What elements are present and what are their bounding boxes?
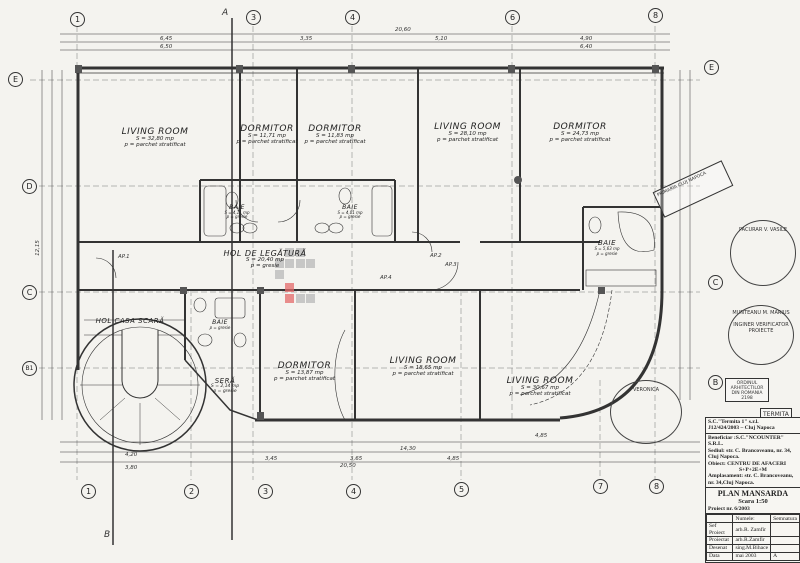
axis-bottom-8: 8 bbox=[649, 479, 664, 494]
architect-stamp: VERONICA bbox=[610, 380, 682, 444]
axis-top-6: 6 bbox=[505, 10, 520, 25]
dim-top-d1: 6,45 bbox=[160, 36, 173, 42]
axis-right-e: E bbox=[704, 60, 719, 75]
dim-left: 12,15 bbox=[34, 240, 41, 256]
axis-bottom-7: 7 bbox=[593, 479, 608, 494]
title-block: S.C."Termita 1" s.r.l.J12/424/2003 – Clu… bbox=[705, 417, 800, 563]
axis-bottom-5: 5 bbox=[454, 482, 469, 497]
dim-top-d3: 3,35 bbox=[300, 36, 313, 42]
engineer-stamp-pacurar: PACURAR V. VASILE bbox=[730, 220, 796, 286]
dim-bottom-d6: 4,20 bbox=[125, 452, 138, 458]
axis-right-c: C bbox=[708, 275, 723, 290]
dim-bottom-d5: 3,80 bbox=[125, 465, 138, 471]
plan-scale: Scara 1:50 bbox=[738, 498, 768, 506]
apartment-tag-1: AP.1 bbox=[118, 254, 130, 260]
axis-bottom-1: 1 bbox=[81, 484, 96, 499]
axis-top-3: 3 bbox=[246, 10, 261, 25]
dim-bottom-d3: 3,65 bbox=[350, 456, 363, 462]
axis-left-e: E bbox=[8, 72, 23, 87]
dim-bottom-d4: 4,85 bbox=[447, 456, 460, 462]
axis-top-8: 8 bbox=[648, 8, 663, 23]
watermark-logo bbox=[275, 248, 315, 303]
dim-top-d4: 5,10 bbox=[435, 36, 448, 42]
axis-right-b: B bbox=[708, 375, 723, 390]
dim-top-total: 20,60 bbox=[395, 27, 411, 33]
room-hol-casa-scara: HOL CASA SCARĂ bbox=[95, 317, 165, 325]
axis-left-c: C bbox=[22, 285, 37, 300]
apartment-tag-4: AP.4 bbox=[380, 275, 392, 281]
plan-title: PLAN MANSARDA bbox=[717, 489, 789, 499]
dim-bottom-total: 20,50 bbox=[340, 463, 356, 469]
section-mark-a: A bbox=[222, 8, 229, 18]
dim-top-d6: 6,40 bbox=[580, 44, 593, 50]
axis-bottom-3: 3 bbox=[258, 484, 273, 499]
axis-top-4: 4 bbox=[345, 10, 360, 25]
dim-bottom-d1: 14,30 bbox=[400, 446, 416, 452]
axis-left-d: D bbox=[22, 179, 37, 194]
dim-bottom-d7: 4,85 bbox=[535, 433, 548, 439]
section-mark-b: B bbox=[104, 530, 111, 540]
dim-top-d2: 6,50 bbox=[160, 44, 173, 50]
dim-top-d5: 4,90 bbox=[580, 36, 593, 42]
axis-left-b1: B1 bbox=[22, 361, 37, 376]
axis-bottom-4: 4 bbox=[346, 484, 361, 499]
axis-bottom-2: 2 bbox=[184, 484, 199, 499]
dim-bottom-d2: 3,45 bbox=[265, 456, 278, 462]
apartment-tag-2: AP.2 bbox=[430, 253, 442, 259]
apartment-tag-3: AP.3 bbox=[445, 262, 457, 268]
axis-top-1: 1 bbox=[70, 12, 85, 27]
